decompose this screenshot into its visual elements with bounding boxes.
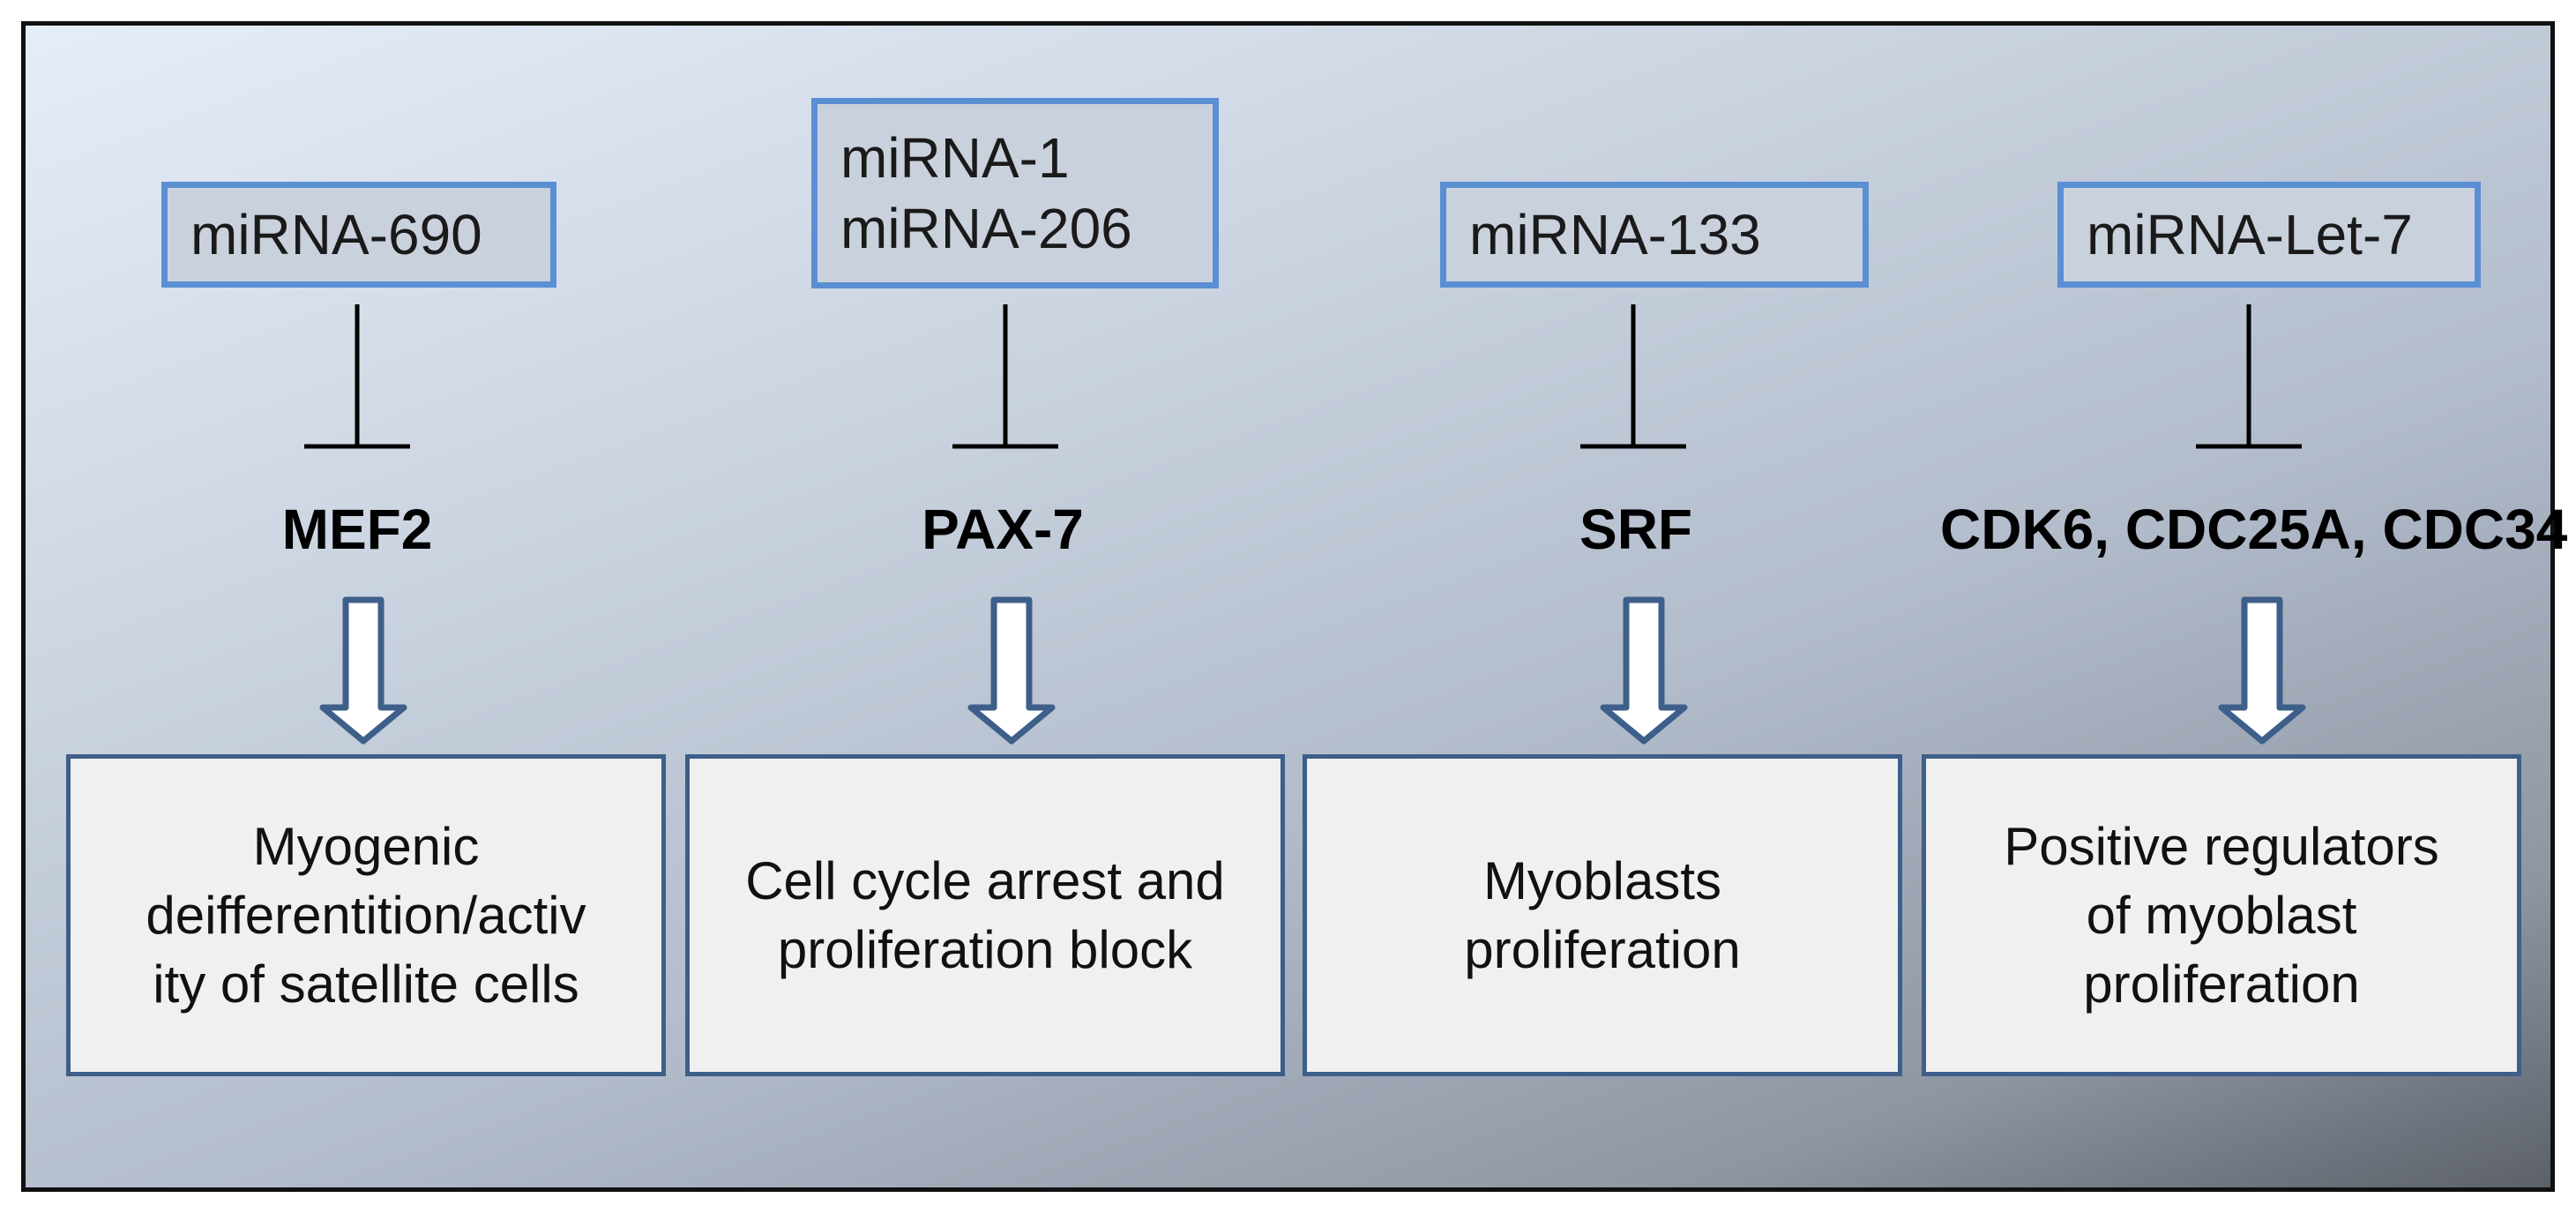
target-label-cdk6: CDK6, CDC25A, CDC34 (1940, 498, 2568, 561)
mirna-box-690: miRNA-690 (161, 182, 556, 288)
outcome-box-myoblasts: Myoblasts proliferation (1303, 754, 1902, 1076)
inhibition-symbol (952, 304, 1058, 449)
mirna-box-1-206: miRNA-1 miRNA-206 (811, 98, 1219, 288)
inhibition-symbol (1580, 304, 1686, 449)
mirna-label: miRNA-Let-7 (2087, 203, 2413, 266)
outcome-text: Myogenic deifferentition/activ ity of sa… (146, 816, 586, 1014)
target-label-pax7: PAX-7 (922, 498, 1084, 561)
down-arrow-icon (1600, 596, 1688, 745)
mirna-box-133: miRNA-133 (1440, 182, 1869, 288)
outcome-text: Positive regulators of myoblast prolifer… (2004, 816, 2439, 1014)
outcome-text: Myoblasts proliferation (1464, 850, 1741, 979)
target-label-srf: SRF (1579, 498, 1692, 561)
inhibition-symbol (2196, 304, 2302, 449)
down-arrow-icon (967, 596, 1056, 745)
down-arrow-icon (2218, 596, 2306, 745)
target-label-mef2: MEF2 (281, 498, 433, 561)
outcome-box-myogenic: Myogenic deifferentition/activ ity of sa… (66, 754, 666, 1076)
mirna-label: miRNA-133 (1469, 203, 1761, 266)
inhibition-symbol (304, 304, 410, 449)
down-arrow-icon (319, 596, 407, 745)
outcome-box-positive-regulators: Positive regulators of myoblast prolifer… (1922, 754, 2521, 1076)
outcome-box-cell-cycle: Cell cycle arrest and proliferation bloc… (685, 754, 1285, 1076)
mirna-label: miRNA-206 (840, 197, 1132, 260)
outcome-text: Cell cycle arrest and proliferation bloc… (745, 850, 1225, 979)
mirna-label: miRNA-1 (840, 126, 1070, 190)
mirna-label: miRNA-690 (190, 203, 482, 266)
mirna-box-let7: miRNA-Let-7 (2057, 182, 2481, 288)
